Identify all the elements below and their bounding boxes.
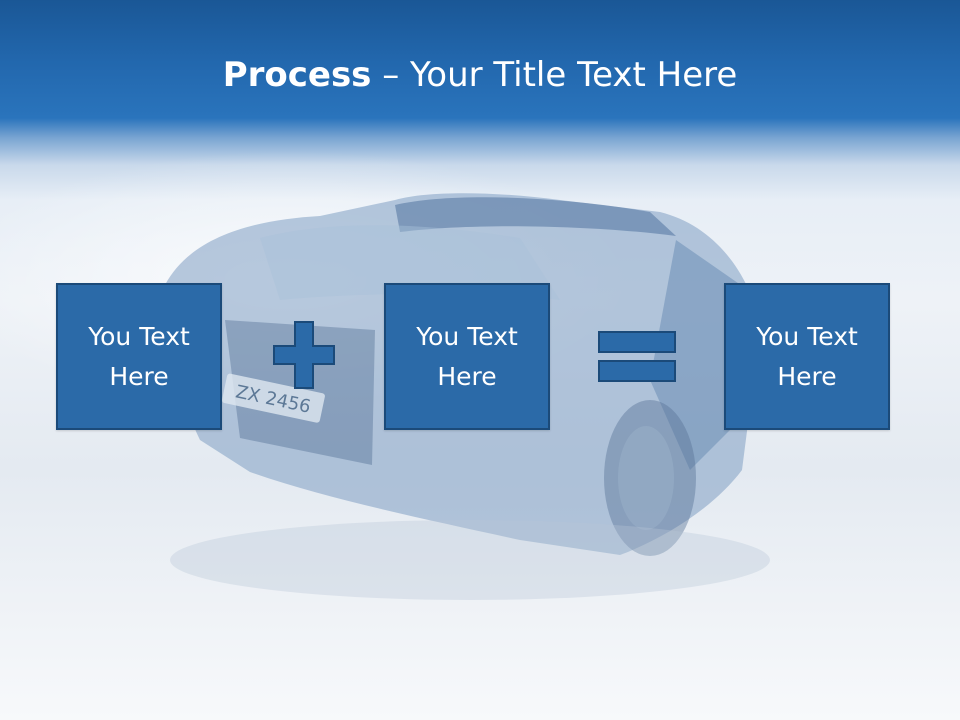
process-box-3: You Text Here: [724, 283, 890, 430]
process-box-1-label: You Text Here: [88, 321, 190, 391]
process-box-1: You Text Here: [56, 283, 222, 430]
equals-icon: [598, 331, 676, 382]
process-box-2: You Text Here: [384, 283, 550, 430]
process-box-2-label: You Text Here: [416, 321, 518, 391]
process-box-3-label: You Text Here: [756, 321, 858, 391]
slide-title: Process – Your Title Text Here: [0, 52, 960, 98]
title-bold: Process: [222, 55, 372, 95]
title-text: – Your Title Text Here: [371, 55, 738, 95]
plus-icon: [273, 321, 335, 389]
